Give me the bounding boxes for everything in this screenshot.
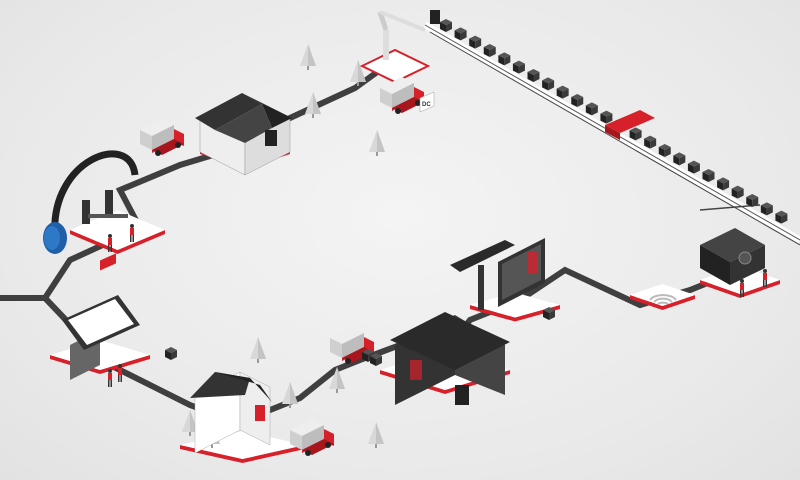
package-icon (717, 177, 730, 191)
package-icon (165, 347, 177, 360)
package-icon (469, 35, 482, 49)
dc-sign: DC (419, 91, 435, 113)
warehouse (195, 93, 292, 176)
kiosk-terminal (62, 253, 140, 387)
printer-machine (700, 228, 767, 297)
package-icon (731, 185, 744, 199)
tree-icon (369, 130, 385, 156)
package-icon (483, 44, 496, 57)
package-icon (527, 69, 540, 82)
package-icon (775, 210, 788, 224)
package-icon (673, 152, 686, 166)
package-icon (440, 19, 452, 32)
tree-icon (300, 44, 316, 70)
package-icon (498, 52, 511, 66)
tree-icon (368, 422, 384, 448)
package-icon (629, 127, 642, 141)
package-icon (644, 135, 657, 149)
depot-garage (390, 312, 510, 405)
voice-headset-station (43, 150, 139, 254)
dc-sign-label: DC (422, 102, 431, 108)
scanner-display (450, 238, 545, 310)
robot-arm-station (359, 10, 440, 84)
package-icon (542, 77, 555, 91)
platform (70, 210, 165, 254)
package-icon (760, 202, 773, 216)
wifi-icon (649, 294, 677, 305)
house (190, 371, 272, 454)
tree-icon (250, 337, 266, 363)
package-icon (600, 110, 613, 124)
package-icon (702, 169, 715, 182)
red-sorter (605, 110, 655, 140)
platform (470, 292, 560, 322)
package-icon (687, 160, 700, 174)
van-icon (140, 119, 184, 156)
package-icon (512, 60, 525, 74)
platforms (50, 135, 780, 463)
package-icon (585, 102, 598, 116)
package-icon (454, 27, 467, 41)
delivery-truck-icon (380, 77, 424, 114)
package-icon (658, 144, 671, 157)
package-icon (571, 94, 584, 107)
package-icon (556, 85, 569, 99)
